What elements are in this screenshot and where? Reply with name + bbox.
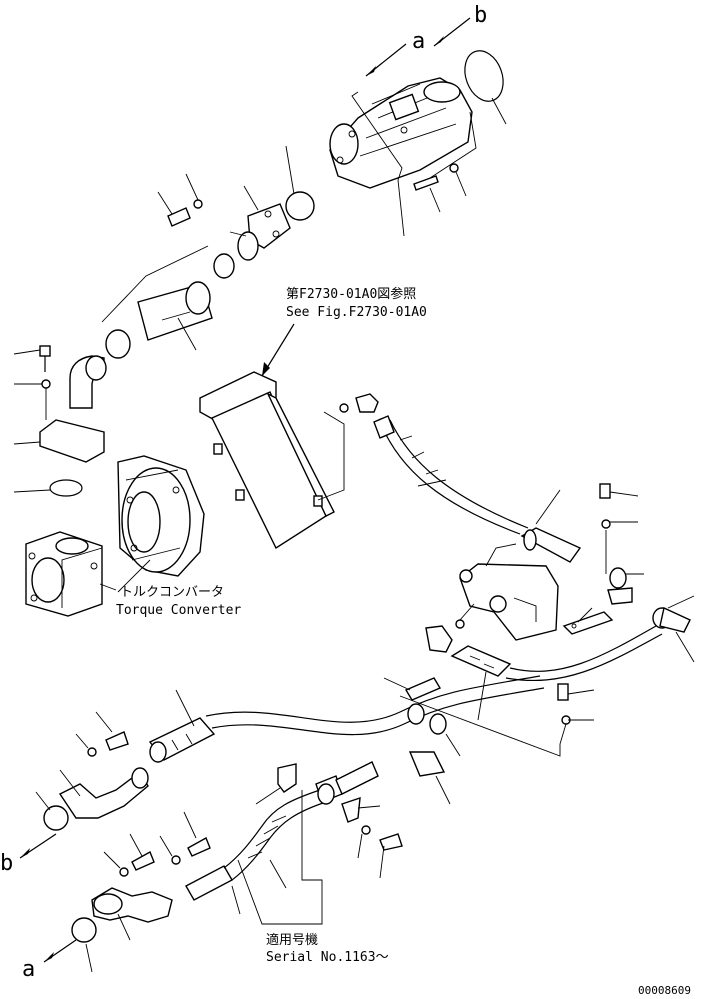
hydraulic-pump	[329, 77, 473, 189]
bracket-serial	[255, 763, 297, 805]
leader-serial	[237, 790, 323, 925]
hose-clamp-3	[105, 329, 131, 359]
elbow-fitting-filter	[339, 393, 379, 413]
hose-lower	[148, 675, 545, 763]
callout-b-bottom: b	[0, 851, 13, 876]
clamp-lower-1	[383, 677, 442, 725]
bolt-upper	[157, 173, 203, 227]
label-serial-jp: 適用号機	[266, 932, 318, 948]
label-serial-en: Serial No.1163～	[266, 950, 389, 965]
hose-clamp-2	[213, 253, 235, 279]
blind-plug	[285, 145, 315, 221]
clamp-right	[607, 567, 644, 605]
bolt-bottom-left	[75, 711, 129, 757]
oil-filter	[199, 371, 345, 550]
bolt-mid-right	[557, 683, 595, 745]
callout-a-bottom: a	[22, 957, 35, 982]
figure-number: 00008609	[638, 984, 691, 997]
label-converter-en: Torque Converter	[116, 603, 241, 618]
elbow-fitting-mid	[425, 603, 475, 653]
plug-bottom-left	[35, 791, 69, 831]
bracket-right	[459, 543, 559, 641]
leader-converter	[117, 559, 151, 593]
leader-pump	[351, 91, 405, 237]
bolt-elbow	[13, 345, 51, 445]
callout-top: a b	[365, 3, 487, 77]
bolt-serial	[357, 825, 403, 879]
hose-serial	[185, 761, 379, 915]
flange-upper	[243, 185, 291, 249]
hose-upper	[137, 281, 213, 351]
elbow-tube	[39, 355, 107, 463]
label-converter-jp: トルクコンバータ	[120, 585, 224, 600]
plug-bottom-a	[71, 917, 97, 973]
elbow-bottom-left	[58, 767, 149, 819]
clamp-far-right	[652, 595, 695, 663]
clamp-serial	[341, 796, 381, 823]
hose-middle	[450, 625, 663, 721]
clip-plate	[562, 607, 614, 635]
hose-clamp-1	[229, 231, 259, 261]
leader-bolt-group	[429, 111, 477, 179]
label-ref-jp: 第F2730-01A0図参照	[286, 286, 416, 302]
hose-right	[373, 415, 582, 563]
valve-block	[25, 531, 117, 617]
o-ring-pump	[464, 50, 507, 125]
callout-b-top: b	[474, 3, 487, 28]
label-ref-en: See Fig.F2730-01A0	[286, 305, 427, 320]
bolt-pump	[413, 163, 467, 213]
torque-converter	[117, 455, 205, 577]
callout-a-top: a	[412, 29, 425, 54]
bolt-bottom-a	[103, 811, 211, 877]
o-ring-left	[13, 479, 83, 497]
leader-lower	[399, 695, 561, 757]
clip-lower	[408, 751, 451, 805]
clamp-lower-2	[429, 713, 461, 757]
bolt-right-top	[599, 483, 639, 574]
elbow-bottom-a	[91, 887, 173, 941]
leader-clamps	[101, 245, 209, 323]
